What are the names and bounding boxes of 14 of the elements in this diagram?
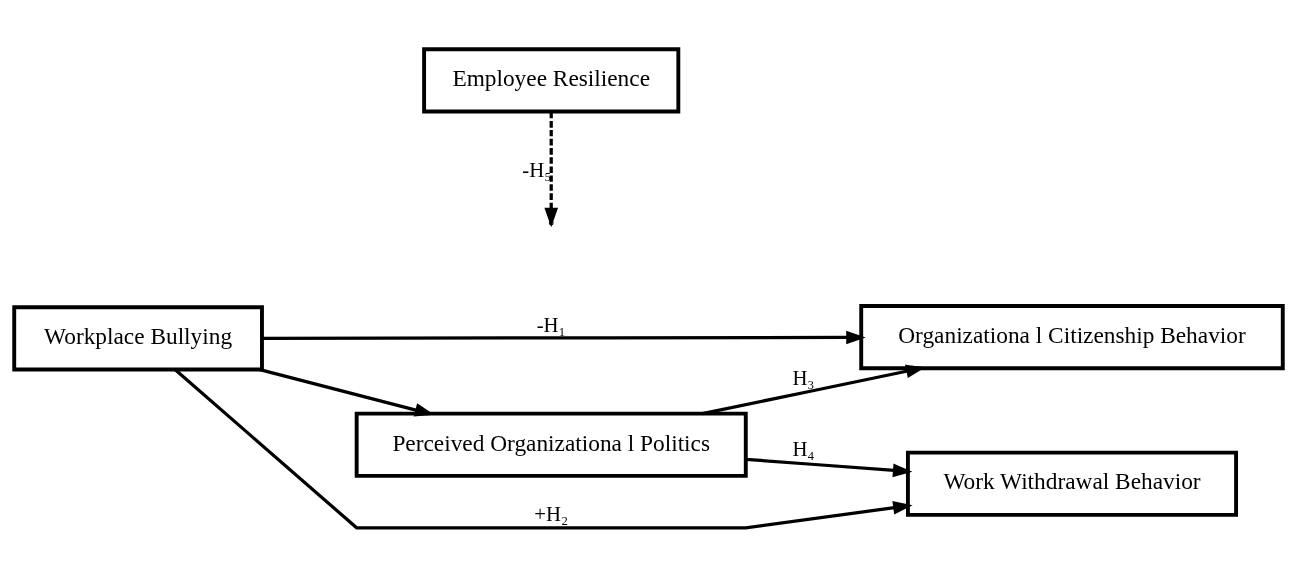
- edge-label: -H₁: [536, 313, 566, 336]
- arrow: [174, 368, 913, 530]
- edge-label: H₄: [792, 438, 815, 461]
- arrow: [745, 457, 913, 478]
- arrow: [262, 330, 866, 345]
- edge-label: -H₅: [522, 159, 552, 182]
- node-box: Perceived Organizationa l Politics: [354, 411, 748, 478]
- edge-label: +H₂: [534, 503, 569, 526]
- node-box: Workplace Bullying: [12, 305, 264, 372]
- node-box: Employee Resilience: [422, 47, 681, 114]
- node-box: Work Withdrawal Behavior: [905, 450, 1239, 517]
- edge-label: H₃: [792, 366, 815, 389]
- node-box: Organizationa l Citizenship Behavior: [859, 304, 1285, 371]
- arrow: [702, 364, 926, 416]
